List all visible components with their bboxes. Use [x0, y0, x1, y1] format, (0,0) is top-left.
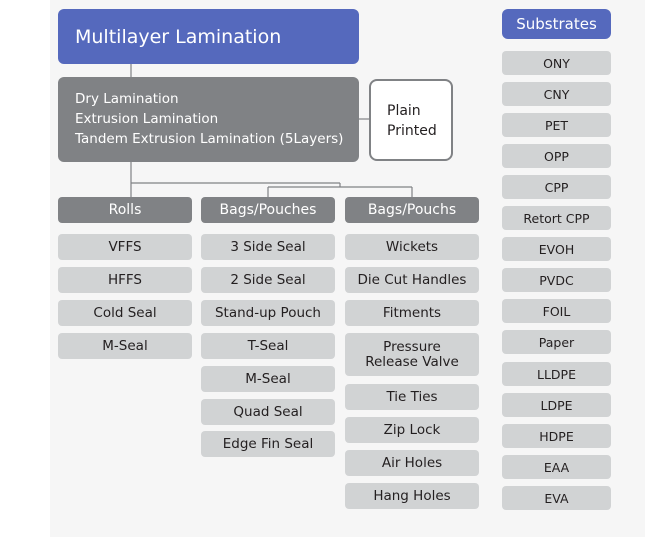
substrate-item: HDPE — [502, 424, 611, 448]
substrate-item: EVOH — [502, 237, 611, 261]
substrate-item: LDPE — [502, 393, 611, 417]
bags-item: Edge Fin Seal — [201, 431, 335, 457]
substrate-item: LLDPE — [502, 362, 611, 386]
substrate-item: OPP — [502, 144, 611, 168]
substrate-item: EAA — [502, 455, 611, 479]
bags-item: 2 Side Seal — [201, 267, 335, 293]
print-printed: Printed — [387, 123, 437, 139]
method-tandem: Tandem Extrusion Lamination (5Layers) — [75, 131, 344, 147]
bags-item: 3 Side Seal — [201, 234, 335, 260]
feature-item: Hang Holes — [345, 483, 479, 509]
column-header-bags-pouchs: Bags/Pouchs — [345, 197, 479, 223]
substrate-item: ONY — [502, 51, 611, 75]
substrate-item: FOIL — [502, 299, 611, 323]
rolls-item: M-Seal — [58, 333, 192, 359]
substrate-item: CNY — [502, 82, 611, 106]
bags-item: T-Seal — [201, 333, 335, 359]
column-header-bags-pouches: Bags/Pouches — [201, 197, 335, 223]
print-plain: Plain — [387, 103, 421, 119]
substrate-item: EVA — [502, 486, 611, 510]
substrate-item: Paper — [502, 330, 611, 354]
substrate-item: CPP — [502, 175, 611, 199]
method-dry: Dry Lamination — [75, 91, 179, 107]
lamination-methods-box: Dry Lamination Extrusion Lamination Tand… — [58, 77, 359, 162]
print-options-box: Plain Printed — [369, 79, 453, 161]
bags-item: M-Seal — [201, 366, 335, 392]
feature-item: Wickets — [345, 234, 479, 260]
substrate-item: PET — [502, 113, 611, 137]
rolls-item: Cold Seal — [58, 300, 192, 326]
rolls-item: HFFS — [58, 267, 192, 293]
feature-item: Zip Lock — [345, 417, 479, 443]
title-box: Multilayer Lamination — [58, 9, 359, 64]
feature-item: Air Holes — [345, 450, 479, 476]
feature-item: Fitments — [345, 300, 479, 326]
bags-item: Stand-up Pouch — [201, 300, 335, 326]
diagram-title: Multilayer Lamination — [75, 25, 282, 48]
feature-item: Pressure Release Valve — [345, 333, 479, 376]
feature-item: Tie Ties — [345, 384, 479, 410]
substrate-item: Retort CPP — [502, 206, 611, 230]
feature-item: Die Cut Handles — [345, 267, 479, 293]
method-extrusion: Extrusion Lamination — [75, 111, 219, 127]
bags-item: Quad Seal — [201, 399, 335, 425]
rolls-item: VFFS — [58, 234, 192, 260]
substrates-header: Substrates — [502, 9, 611, 39]
column-header-rolls: Rolls — [58, 197, 192, 223]
substrate-item: PVDC — [502, 268, 611, 292]
